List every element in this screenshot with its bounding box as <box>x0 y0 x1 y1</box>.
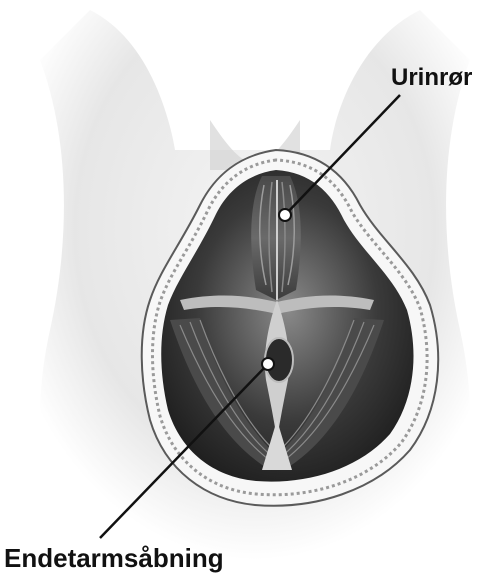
urethra-pointer-dot <box>279 209 291 221</box>
urogenital-muscle <box>251 176 301 300</box>
anus-label: Endetarmsåbning <box>4 545 224 571</box>
anus-pointer-dot <box>262 358 274 370</box>
urethra-label: Urinrør <box>391 66 472 90</box>
